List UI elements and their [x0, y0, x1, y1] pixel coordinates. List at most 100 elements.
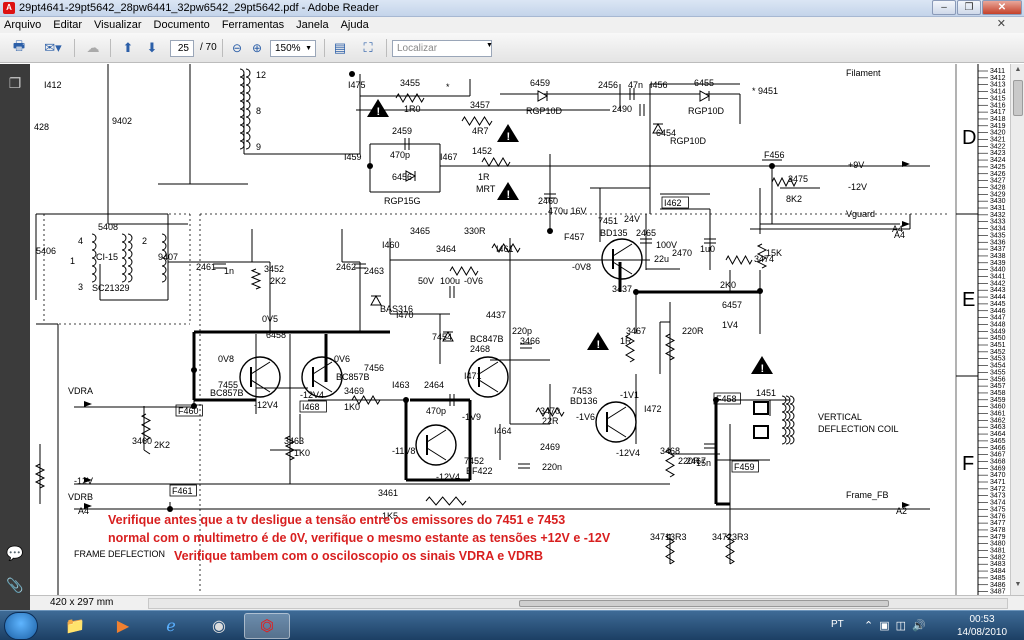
- horizontal-scrollbar[interactable]: [148, 598, 1008, 609]
- vertical-scroll-thumb[interactable]: [1013, 80, 1023, 116]
- schematic-label: -12V4: [436, 472, 460, 482]
- line-number: 3471: [990, 479, 1006, 486]
- schematic-label: 9: [256, 142, 261, 152]
- zoom-out-icon[interactable]: ⊖: [231, 41, 243, 55]
- schematic-label: 2K2: [154, 440, 170, 450]
- zoom-in-icon[interactable]: ⊕: [251, 41, 263, 55]
- line-number: 3419: [990, 123, 1006, 130]
- system-tray-icons[interactable]: ⌃▣◫🔊: [864, 620, 932, 632]
- schematic-label: 22R: [542, 416, 559, 426]
- menu-janela[interactable]: Janela: [296, 19, 329, 31]
- line-number: 3438: [990, 253, 1006, 260]
- share-icon[interactable]: ✉▾: [44, 40, 62, 55]
- line-number: 3460: [990, 404, 1006, 411]
- restore-button[interactable]: ❐: [957, 0, 981, 15]
- line-number: 3487: [990, 589, 1006, 595]
- schematic-label: 0V8: [218, 354, 234, 364]
- schematic-label: I463: [392, 380, 410, 390]
- line-number: 3478: [990, 527, 1006, 534]
- schematic-label: 9402: [112, 116, 132, 126]
- menu-editar[interactable]: Editar: [53, 19, 83, 31]
- schematic-label: 12: [256, 70, 266, 80]
- adobe-reader-taskbar-icon[interactable]: ⏣: [244, 613, 290, 639]
- comments-icon[interactable]: 💬: [6, 545, 24, 561]
- schematic-label: 2463: [364, 266, 384, 276]
- schematic-label: 100V: [656, 240, 677, 250]
- note-line-3: Verifique tambem com o osciloscopio os s…: [174, 549, 543, 563]
- taskbar: 📁 ▶ ℯ ◉ ⏣ PT ⌃▣◫🔊 00:53 14/08/2010: [0, 610, 1024, 640]
- schematic-label: -1V6: [576, 412, 595, 422]
- line-number: 3412: [990, 75, 1006, 82]
- schematic-label: I470: [396, 310, 414, 320]
- line-number: 3469: [990, 465, 1006, 472]
- zoom-select[interactable]: 150%▼: [270, 40, 316, 57]
- schematic-label: -1V9: [462, 412, 481, 422]
- menu-documento[interactable]: Documento: [153, 19, 210, 31]
- pages-icon[interactable]: ❐: [8, 75, 22, 91]
- schematic-label: 24V: [624, 214, 640, 224]
- language-indicator[interactable]: PT: [831, 619, 844, 630]
- menu-ferramentas[interactable]: Ferramentas: [221, 19, 285, 31]
- menu-arquivo[interactable]: Arquivo: [4, 19, 42, 31]
- schematic-label: 1K0: [294, 448, 310, 458]
- note-line-2: normal com o multimetro é de 0V, verifiq…: [108, 531, 611, 545]
- attachments-icon[interactable]: 📎: [6, 577, 24, 593]
- schematic-label: 470p: [390, 150, 410, 160]
- schematic-label: 3464: [436, 244, 456, 254]
- scroll-up-icon[interactable]: ▲: [1014, 66, 1022, 73]
- schematic-label: 2462: [336, 262, 356, 272]
- line-number: 3479: [990, 534, 1006, 541]
- minimize-button[interactable]: –: [932, 0, 956, 15]
- schematic-label: 3461: [378, 488, 398, 498]
- search-dropdown-icon[interactable]: ▼: [486, 42, 493, 49]
- schematic-label: 0V6: [334, 354, 350, 364]
- schematic-label: 220n: [542, 462, 562, 472]
- horizontal-scroll-thumb[interactable]: [519, 600, 889, 607]
- camera-taskbar-icon[interactable]: ◉: [212, 618, 226, 635]
- schematic-label: 6456: [392, 172, 412, 182]
- scroll-down-icon[interactable]: ▼: [1014, 581, 1022, 588]
- line-number: 3431: [990, 205, 1006, 212]
- close-document-button[interactable]: ✕: [996, 18, 1006, 30]
- schematic-label: A4: [892, 224, 903, 234]
- toolbar-divider: [386, 39, 387, 57]
- schematic-label: I460: [382, 240, 400, 250]
- schematic-label: 4437: [486, 310, 506, 320]
- explorer-taskbar-icon[interactable]: 📁: [65, 618, 85, 635]
- start-button[interactable]: [4, 612, 38, 640]
- schematic-label: 1451: [756, 388, 776, 398]
- schematic-label: I461: [496, 244, 514, 254]
- close-button[interactable]: ✕: [982, 0, 1022, 15]
- line-number: 3420: [990, 130, 1006, 137]
- line-number: 3451: [990, 342, 1006, 349]
- title-bar[interactable]: A 29pt4641-29pt5642_28pw6441_32pw6542_29…: [0, 0, 1024, 17]
- schematic-label: 7454: [432, 332, 452, 342]
- print-icon[interactable]: 🖶: [12, 38, 26, 53]
- schematic-label: -12V4: [616, 448, 640, 458]
- schematic-label: 9407: [158, 252, 178, 262]
- menu-ajuda[interactable]: Ajuda: [340, 19, 369, 31]
- internet-explorer-taskbar-icon[interactable]: ℯ: [166, 618, 176, 635]
- menu-visualizar[interactable]: Visualizar: [94, 19, 142, 31]
- prev-page-icon[interactable]: ⬆: [122, 40, 134, 55]
- fit-page-icon[interactable]: ▤: [333, 40, 347, 55]
- line-number: 3475: [990, 506, 1006, 513]
- vertical-scrollbar[interactable]: ▲ ▼: [1010, 64, 1024, 595]
- line-number: 3437: [990, 246, 1006, 253]
- cloud-icon[interactable]: ☁: [86, 40, 100, 55]
- next-page-icon[interactable]: ⬇: [146, 40, 158, 55]
- page-number-input[interactable]: 25: [170, 40, 194, 57]
- clock[interactable]: 00:53 14/08/2010: [954, 613, 1010, 639]
- line-number: 3450: [990, 335, 1006, 342]
- schematic-label: 3469: [344, 386, 364, 396]
- line-number: 3444: [990, 294, 1006, 301]
- svg-text:!: !: [761, 363, 765, 375]
- fit-width-icon[interactable]: ⛶: [363, 40, 373, 55]
- schematic-label: 3457: [470, 100, 490, 110]
- media-player-taskbar-icon[interactable]: ▶: [116, 618, 130, 635]
- schematic-label: SC21329: [92, 283, 130, 293]
- search-input[interactable]: Localizar: [392, 40, 492, 57]
- line-number: 3442: [990, 280, 1006, 287]
